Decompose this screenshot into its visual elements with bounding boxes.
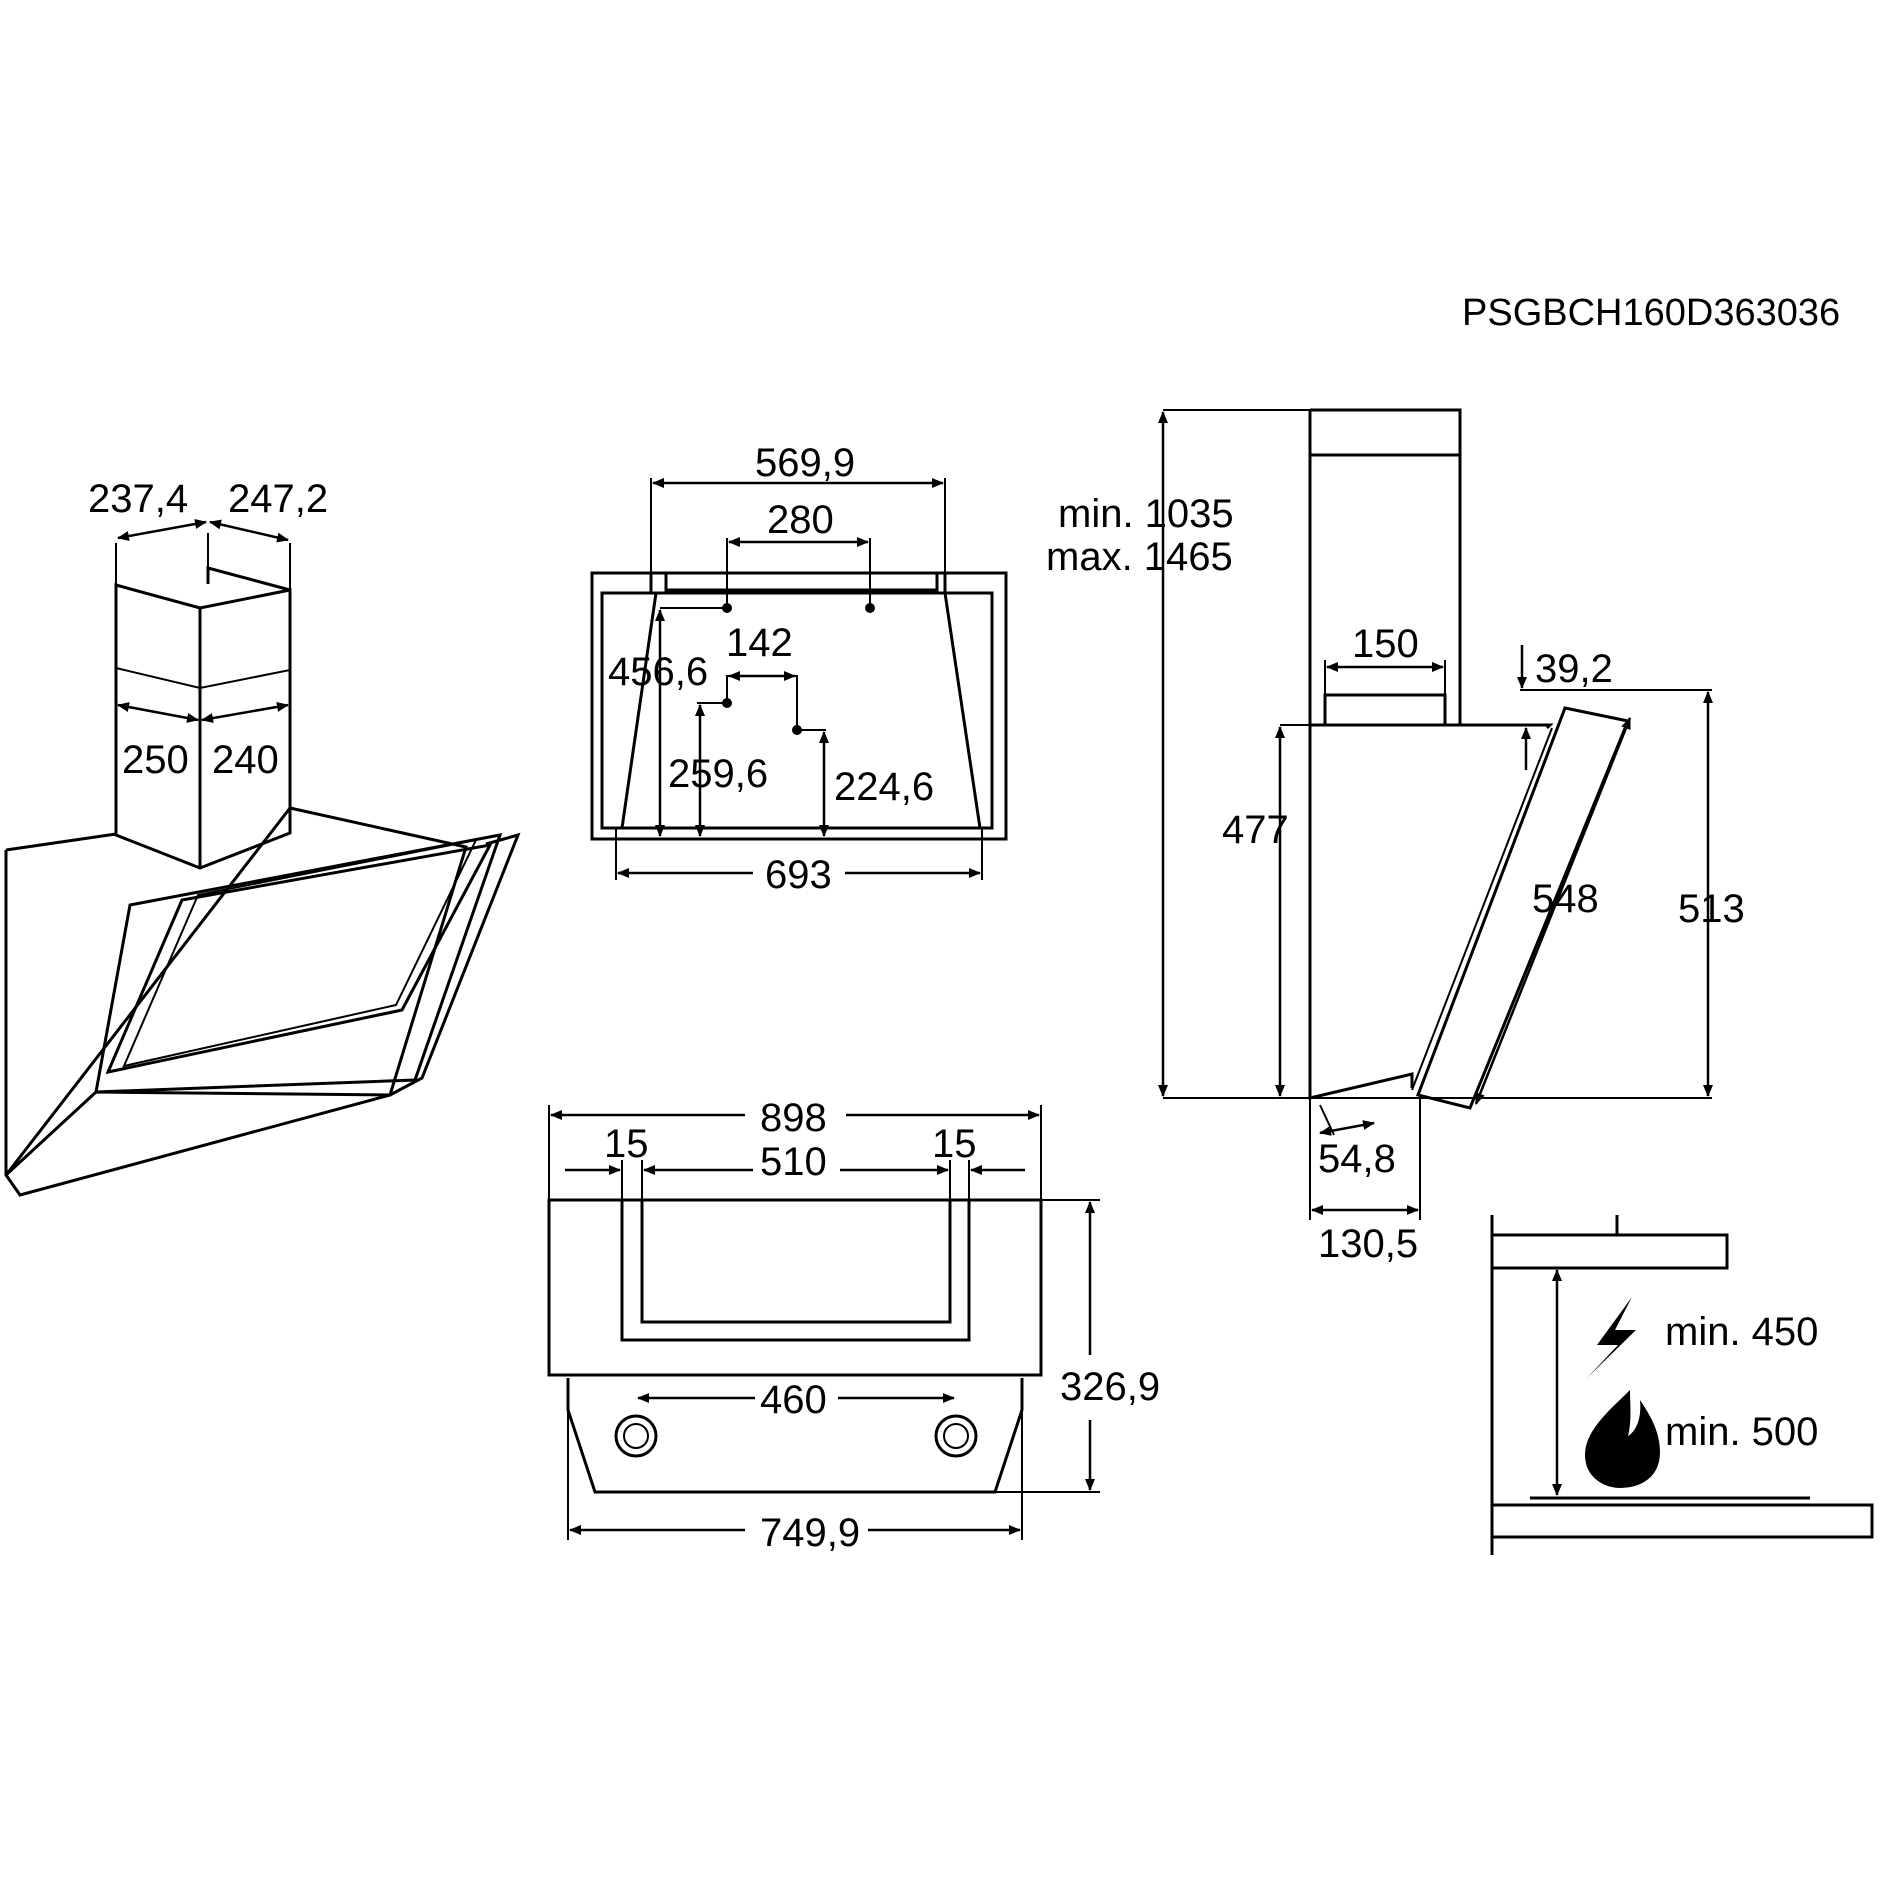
dim-hole-spacing: 280 (767, 498, 834, 542)
dim-margin-left: 15 (604, 1122, 649, 1166)
chimney-outline (114, 583, 292, 870)
dim-overall-width: 898 (760, 1096, 827, 1140)
flame-icon (1585, 1390, 1660, 1488)
control-knob (614, 1414, 658, 1458)
side-glass-inner (1411, 727, 1553, 1091)
drawing-code: PSGBCH160D363036 (1462, 292, 1840, 334)
dim-bottom-offset: 54,8 (1318, 1137, 1396, 1181)
front-control-panel (566, 1378, 1024, 1494)
dim-outlet-width: 150 (1352, 622, 1419, 666)
mounting-hole (865, 603, 875, 613)
dim-chimney-mid-left: 250 (122, 738, 189, 782)
dim-glass-width: 510 (760, 1140, 827, 1184)
side-chimney (1308, 408, 1462, 725)
dim-chimney-top-left: 237,4 (88, 477, 188, 521)
front-glass-panel (547, 1198, 1043, 1377)
front-inner-glass (640, 1200, 952, 1324)
dim-chimney-top-right: 247,2 (228, 477, 328, 521)
dim-electric-distance: min. 450 (1665, 1310, 1818, 1354)
dim-inner-offset: 142 (726, 621, 793, 665)
installation-view: min. 450 min. 500 (1490, 1215, 1874, 1555)
dim-chimney-mid-right: 240 (212, 738, 279, 782)
dim-arrow (117, 702, 199, 723)
top-view: 569,9 280 142 456,6 259,6 224,6 693 (590, 441, 1008, 897)
cooktop-silhouette (1490, 1503, 1874, 1539)
top-bracket (649, 573, 947, 593)
dim-body-height: 477 (1222, 808, 1289, 852)
perspective-view: 237,4 247,2 250 240 (4, 477, 521, 1197)
control-knob-inner (623, 1423, 649, 1449)
dim-margin-right: 15 (932, 1122, 977, 1166)
side-outlet (1323, 693, 1447, 727)
top-view-outline (590, 571, 1008, 841)
dim-front-bottom-width: 749,9 (760, 1511, 860, 1555)
dim-arrow (1474, 717, 1632, 1105)
chimney-split (115, 667, 291, 690)
chimney-top-notch (206, 566, 291, 592)
top-view-inner (600, 591, 994, 830)
dim-front-height: 326,9 (1060, 1365, 1160, 1409)
dim-panel-offset: 39,2 (1535, 647, 1613, 691)
dim-height-min: min. 1035 (1058, 492, 1234, 536)
dim-arrow (117, 519, 207, 541)
dim-panel-length: 548 (1532, 877, 1599, 921)
hood-glass-inner (105, 842, 493, 1075)
dim-arrow (201, 701, 289, 724)
hood-front-edge (4, 850, 391, 1197)
dim-arrow (1319, 1120, 1375, 1136)
front-view: 898 15 510 15 326,9 460 749,9 (547, 1096, 1160, 1555)
hood-silhouette (1490, 1233, 1729, 1270)
top-taper-right (943, 592, 982, 829)
control-knob-inner (943, 1423, 969, 1449)
side-glass-panel (1415, 706, 1631, 1110)
side-view: min. 1035 max. 1465 150 477 39,2 548 513… (1046, 408, 1745, 1266)
dim-control-spacing: 460 (760, 1378, 827, 1422)
control-knob (934, 1414, 978, 1458)
lightning-icon (1587, 1297, 1636, 1378)
top-taper-left (620, 592, 658, 829)
dim-gas-distance: min. 500 (1665, 1410, 1818, 1454)
dim-bracket-width: 569,9 (755, 441, 855, 485)
dim-total-height: 513 (1678, 887, 1745, 931)
dim-depth-center: 259,6 (668, 752, 768, 796)
hood-body (4, 806, 468, 1177)
dim-bottom-width: 693 (765, 853, 832, 897)
dim-depth-right: 224,6 (834, 765, 934, 809)
offset-ext (726, 675, 798, 730)
dim-height-max: max. 1465 (1046, 535, 1233, 579)
hood-glass-panel (94, 833, 503, 1094)
front-inner-frame (620, 1200, 971, 1342)
hood-side-strip (389, 832, 521, 1097)
dim-arrow (209, 519, 289, 543)
dim-depth-left: 456,6 (608, 650, 708, 694)
hood-glass-edge (122, 838, 478, 1068)
dim-bottom-depth: 130,5 (1318, 1222, 1418, 1266)
